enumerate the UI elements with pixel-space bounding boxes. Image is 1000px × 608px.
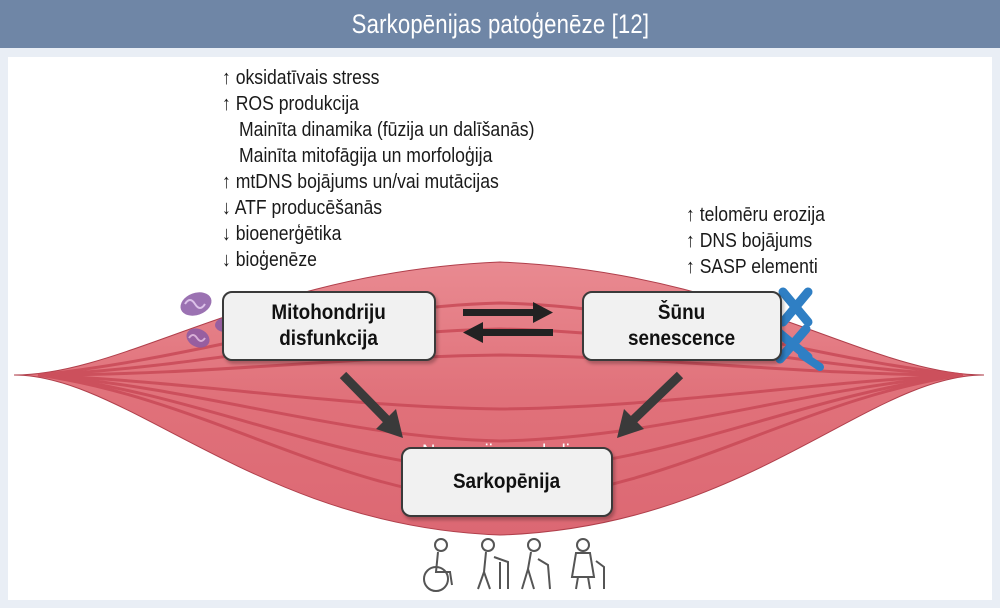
mito-effect-item: ↑ oksidatīvais stress [222,67,380,89]
mito-effect-item: ↑ mtDNS bojājums un/vai mutācijas [222,171,499,193]
mito-box-line2: disfunkcija [279,327,379,350]
sarcopenia-label: Sarkopēnija [453,470,561,493]
chromosome-icon [773,287,824,371]
senescence-effect-item: ↑ DNS bojājums [686,230,813,252]
diagram-panel: Novecojis muskulis ↑ oksidatīvais stress… [8,57,992,600]
sarcopenia-box: Sarkopēnija [401,447,613,517]
wheelchair-person-icon [423,538,453,592]
arrow-to-sarcopenia-left [339,371,403,438]
senescence-effect-item: ↑ SASP elementi [686,256,818,278]
mito-effect-item: ↓ bioģenēze [222,249,317,271]
figure-title-bar: Sarkopēnijas patoģenēze [12] [0,0,1000,48]
mito-effect-item: ↓ ATF producēšanās [222,197,383,219]
mito-effects-list: ↑ oksidatīvais stress ↑ ROS produkcija M… [222,65,575,273]
figure-title: Sarkopēnijas patoģenēze [12] [351,8,649,39]
senescence-box-line2: senescence [628,327,736,350]
senescence-effects-list: ↑ telomēru erozija ↑ DNS bojājums ↑ SASP… [686,202,844,280]
mito-effect-item: Mainīta mitofāgija un morfoloģija [239,145,493,167]
arrow-to-sarcopenia-right [617,371,684,438]
mito-effect-item: ↓ bioenerģētika [222,223,342,245]
cane-person-icon [521,538,551,590]
bidirectional-arrows [463,302,553,343]
mito-effect-item: ↑ ROS produkcija [222,93,359,115]
cell-senescence-box: Šūnu senescence [582,291,782,361]
mito-dysfunction-box: Mitohondriju disfunkcija [222,291,436,361]
elderly-woman-cane-icon [570,538,605,590]
elderly-people-icons [423,538,605,592]
mito-box-line1: Mitohondriju [271,301,387,324]
senescence-box-line1: Šūnu [658,301,706,324]
walker-person-icon [477,538,509,590]
mito-effect-item: Mainīta dinamika (fūzija un dalīšanās) [239,119,535,141]
senescence-effect-item: ↑ telomēru erozija [686,204,825,226]
